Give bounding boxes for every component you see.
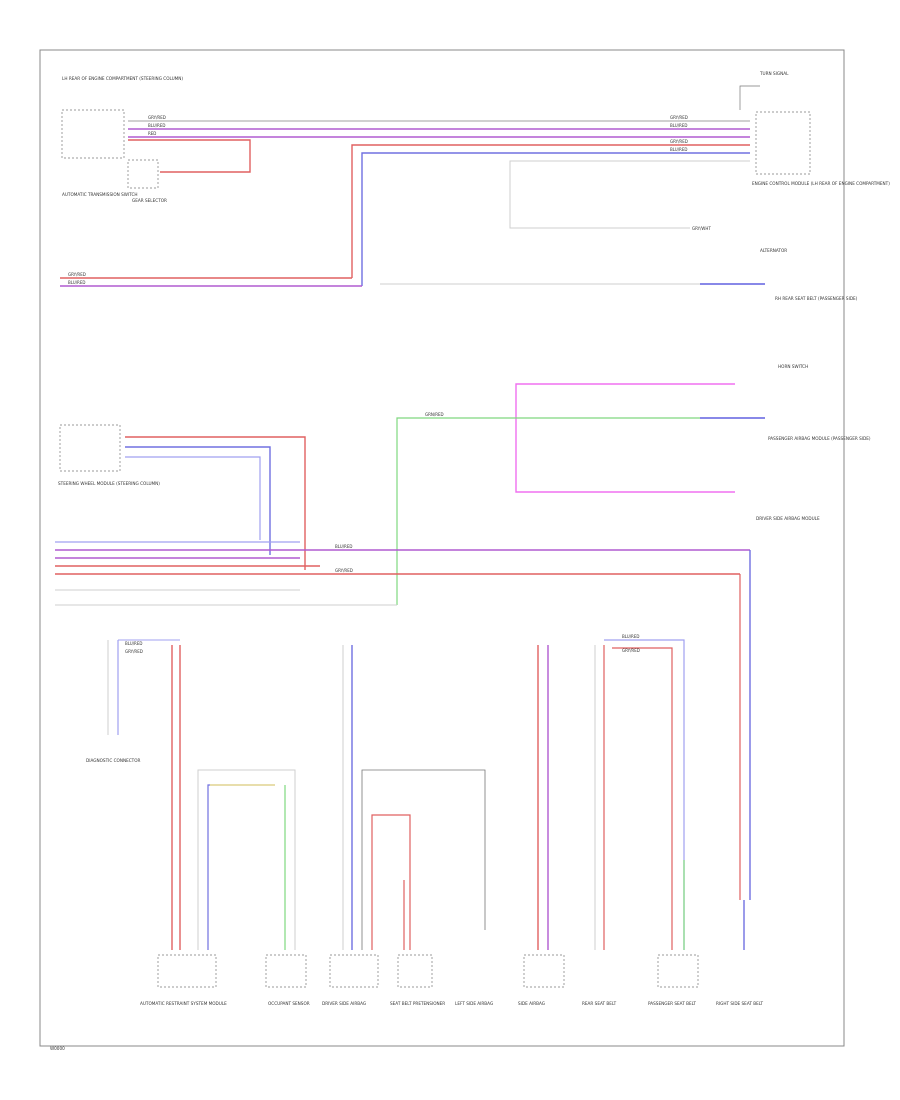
lb-wire-label-1: BLU/RED [335, 544, 352, 549]
wire-label-1: GRY/RED [148, 115, 166, 120]
b7-wire-label-2: GRY/RED [622, 648, 640, 653]
col-b2: OCCUPANT SENSOR [265, 785, 310, 1006]
left-upper-wires: GRY/RED BLU/RED [60, 272, 362, 287]
col-b8: PASSENGER SEAT BELT [648, 860, 699, 1006]
top-right-module: TURN SIGNAL ENGINE CONTROL MODULE (LH RE… [739, 71, 890, 186]
horn-switch-loop: HORN SWITCH [515, 364, 808, 493]
top-right-module-label: ENGINE CONTROL MODULE (LH REAR OF ENGINE… [752, 181, 890, 186]
lu-wire-label-1: GRY/RED [68, 272, 86, 277]
diagram-frame [39, 49, 845, 1047]
col-b9: RIGHT SIDE SEAT BELT [716, 900, 764, 1006]
steering-wheel-module: STEERING WHEEL MODULE (STEERING COLUMN) [58, 424, 306, 570]
col-b1: AUTOMATIC RESTRAINT SYSTEM MODULE [140, 645, 296, 1006]
passenger-module-label: PASSENGER AIRBAG MODULE (PASSENGER SIDE) [768, 436, 871, 441]
gear-selector-label: GEAR SELECTOR [132, 198, 167, 203]
tr-wire-label-2: BLU/RED [670, 123, 687, 128]
b2-label: OCCUPANT SENSOR [268, 1001, 310, 1006]
rh-module-label: RH REAR SEAT BELT (PASSENGER SIDE) [775, 296, 858, 301]
lc-wire-label-1: BLU/RED [125, 641, 142, 646]
lu-wire-label-2: BLU/RED [68, 280, 85, 285]
b8-label: PASSENGER SEAT BELT [648, 1001, 696, 1006]
b6-label: SIDE AIRBAG [518, 1001, 545, 1006]
lc-wire-label-2: GRY/RED [125, 649, 143, 654]
b9-label: RIGHT SIDE SEAT BELT [716, 1001, 764, 1006]
wire-label-2: BLU/RED [148, 123, 165, 128]
b5-label: LEFT SIDE AIRBAG [455, 1001, 493, 1006]
pm-wire-label: GRN/RED [425, 412, 444, 417]
top-right-ref-label: TURN SIGNAL [759, 71, 789, 76]
col-b5: LEFT SIDE AIRBAG [455, 1001, 493, 1006]
b3-label: DRIVER SIDE AIRBAG [322, 1001, 366, 1006]
tr-wire-label-5: GRY/WHT [692, 226, 711, 231]
col-b7: BLU/RED GRY/RED REAR SEAT BELT [582, 634, 685, 1006]
b4-label: SEAT BELT PRETENSIONER [390, 1001, 445, 1006]
col-b3: DRIVER SIDE AIRBAG [322, 645, 486, 1006]
b7-label: REAR SEAT BELT [582, 1001, 617, 1006]
horn-switch-label: HORN SWITCH [778, 364, 808, 369]
top-right-wires: GRY/RED BLU/RED GRY/RED BLU/RED GRY/WHT [351, 115, 750, 286]
tr-wire-label-1: GRY/RED [670, 115, 688, 120]
tr-wire-label-3: GRY/RED [670, 139, 688, 144]
b1-label: AUTOMATIC RESTRAINT SYSTEM MODULE [140, 1001, 227, 1006]
alternator-label: ALTERNATOR [760, 248, 787, 253]
rh-module: RH REAR SEAT BELT (PASSENGER SIDE) [380, 283, 858, 301]
col-b6: SIDE AIRBAG [518, 645, 565, 1006]
left-connector-group: BLU/RED GRY/RED DIAGNOSTIC CONNECTOR [86, 639, 180, 763]
b7-wire-label-1: BLU/RED [622, 634, 639, 639]
col-b4: SEAT BELT PRETENSIONER [390, 880, 445, 1006]
left-connector-label: DIAGNOSTIC CONNECTOR [86, 758, 141, 763]
wire-label-3: RED [148, 131, 156, 136]
tr-wire-label-4: BLU/RED [670, 147, 687, 152]
right-mid-label: DRIVER SIDE AIRBAG MODULE [756, 516, 820, 521]
top-left-module: LH REAR OF ENGINE COMPARTMENT (STEERING … [61, 76, 183, 159]
top-left-module-label: LH REAR OF ENGINE COMPARTMENT (STEERING … [62, 76, 183, 81]
top-left-wires: GRY/RED BLU/RED RED [128, 115, 750, 173]
auto-trans-switch-label: AUTOMATIC TRANSMISSION SWITCH [62, 192, 138, 197]
auto-trans-switch: AUTOMATIC TRANSMISSION SWITCH GEAR SELEC… [62, 159, 167, 203]
footer-label: W0000 [50, 1046, 65, 1051]
lb-wire-label-2: GRY/RED [335, 568, 353, 573]
lower-bundle: BLU/RED GRY/RED DRIVER SIDE AIRBAG MODUL… [55, 516, 820, 606]
passenger-module: GRN/RED PASSENGER AIRBAG MODULE (PASSENG… [396, 412, 871, 605]
steering-wheel-label: STEERING WHEEL MODULE (STEERING COLUMN) [58, 481, 160, 486]
